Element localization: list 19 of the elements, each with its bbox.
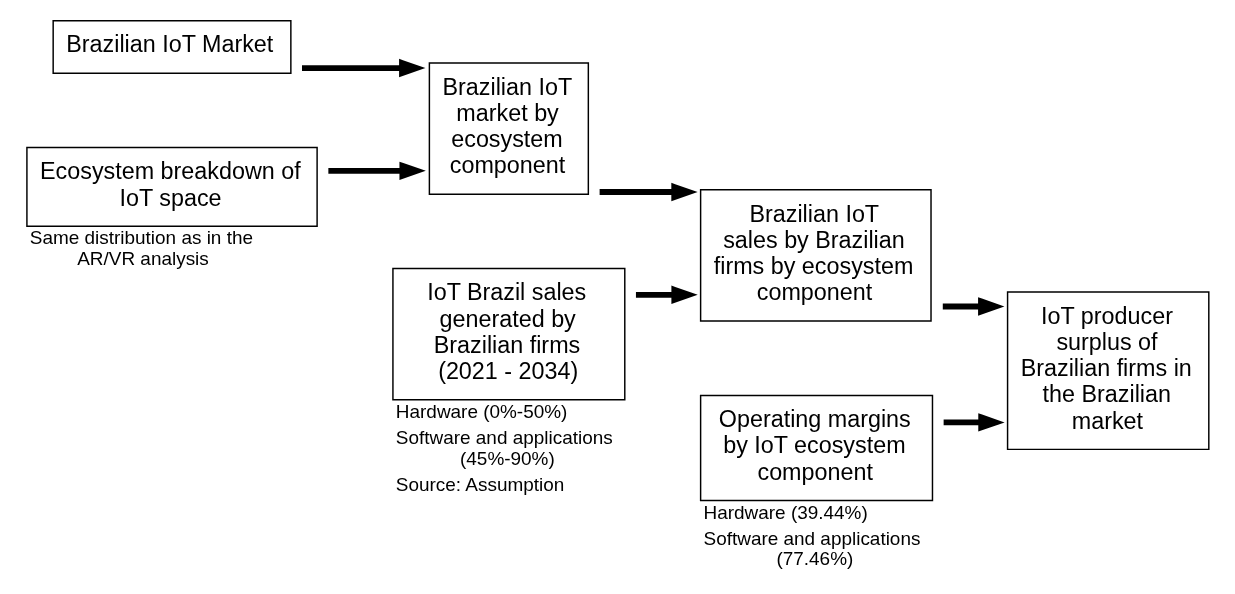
node-box: Brazilian IoT Market [52,19,292,74]
node-box: Ecosystem breakdown of IoT space [26,146,318,227]
arrow [942,297,1005,316]
node-label: Software and applications (45%-90%) [395,427,613,469]
node-label: Hardware (39.44%) [703,501,868,523]
node-label: Same distribution as in the AR/VR analysis [29,227,254,269]
node-label: Software and applications (77.46%) [703,527,921,570]
node-box: Brazilian IoT market by ecosystem component [428,62,590,195]
node-box: IoT producer surplus of Brazilian firms in the Brazilian market [1006,291,1210,451]
arrow [302,58,426,78]
node-label: Source: Assumption [395,473,565,495]
arrow [943,413,1005,432]
arrow [328,161,426,181]
arrow [635,285,698,305]
node-box: IoT Brazil sales generated by Brazilian firms (2021 - 2034) [392,267,626,401]
node-box: Operating margins by IoT ecosystem component [699,394,934,502]
node-box: Brazilian IoT sales by Brazilian firms by ecosystem component [699,189,932,322]
arrow [599,182,698,202]
node-label: Hardware (0%-50%) [395,400,568,422]
